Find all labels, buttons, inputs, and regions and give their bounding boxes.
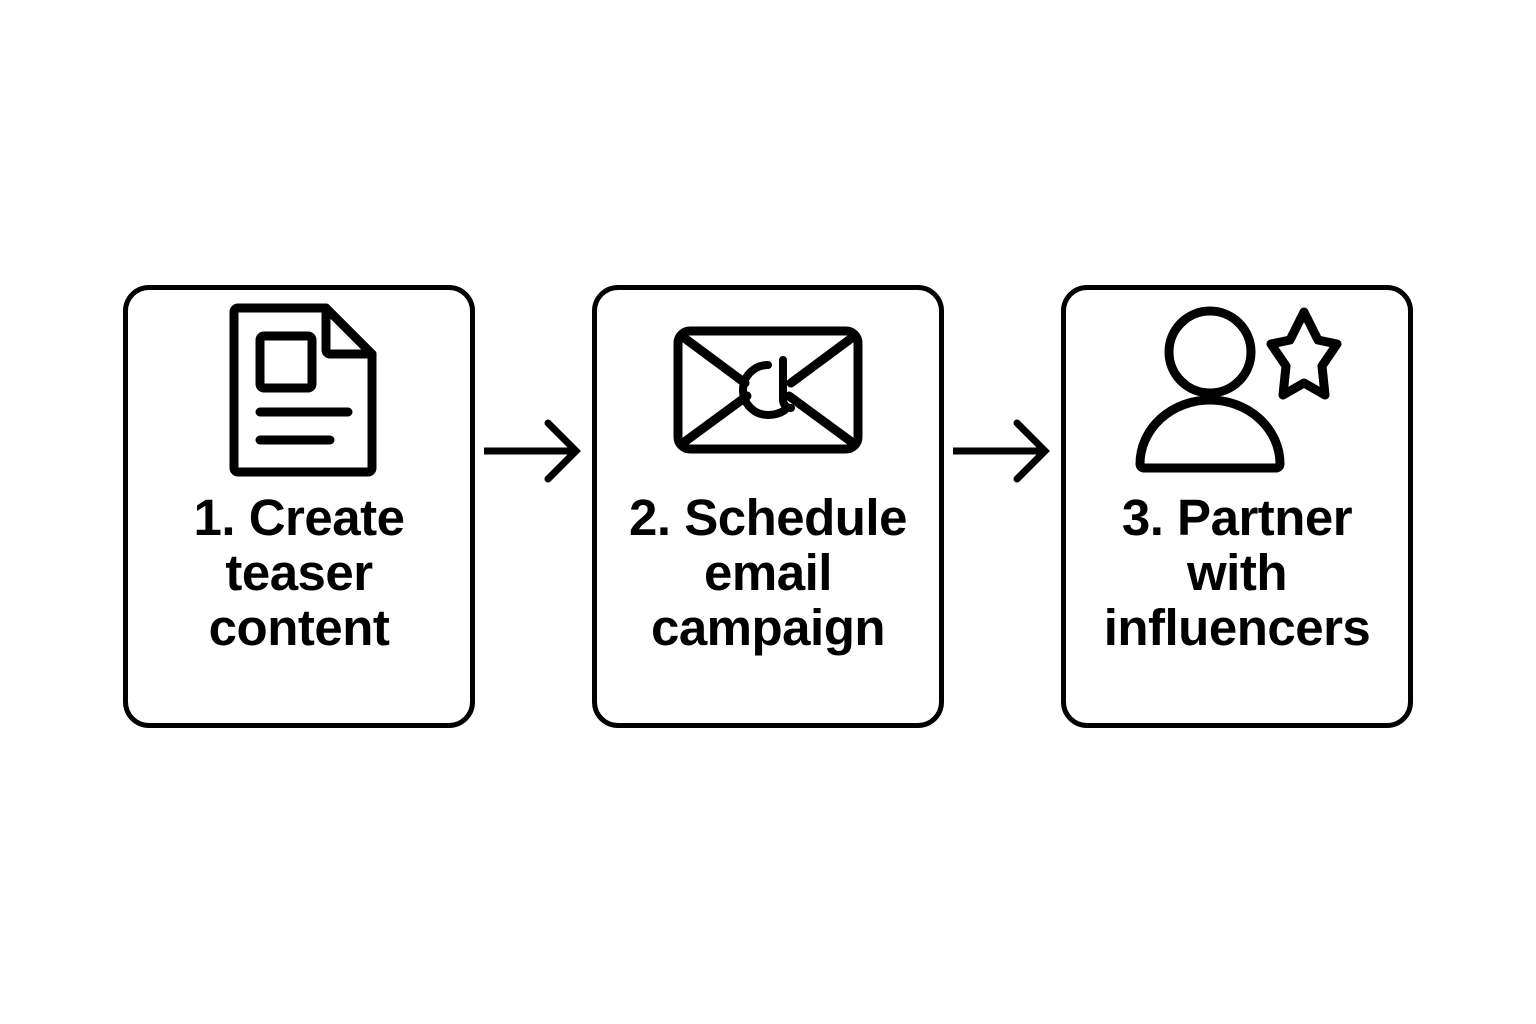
step-card-2[interactable]: 2. Schedule email campaign <box>592 285 944 728</box>
arrow-right-icon <box>483 419 581 483</box>
person-star-icon <box>1135 306 1342 473</box>
email-at-envelope-icon <box>673 326 863 454</box>
step-3-icon-slot <box>1066 290 1408 490</box>
step-card-1[interactable]: 1. Create teaser content <box>123 285 475 728</box>
step-card-3[interactable]: 3. Partner with influencers <box>1061 285 1413 728</box>
connector-2 <box>944 285 1061 728</box>
step-2-label: 2. Schedule email campaign <box>629 489 907 656</box>
document-icon <box>229 303 377 477</box>
connector-1 <box>475 285 592 728</box>
step-1-icon-slot <box>128 290 470 490</box>
process-flow-row: 1. Create teaser content <box>0 285 1536 728</box>
step-3-label: 3. Partner with influencers <box>1103 489 1371 656</box>
arrow-right-icon <box>952 419 1050 483</box>
step-1-label: 1. Create teaser content <box>193 489 405 656</box>
step-2-icon-slot <box>597 290 939 490</box>
